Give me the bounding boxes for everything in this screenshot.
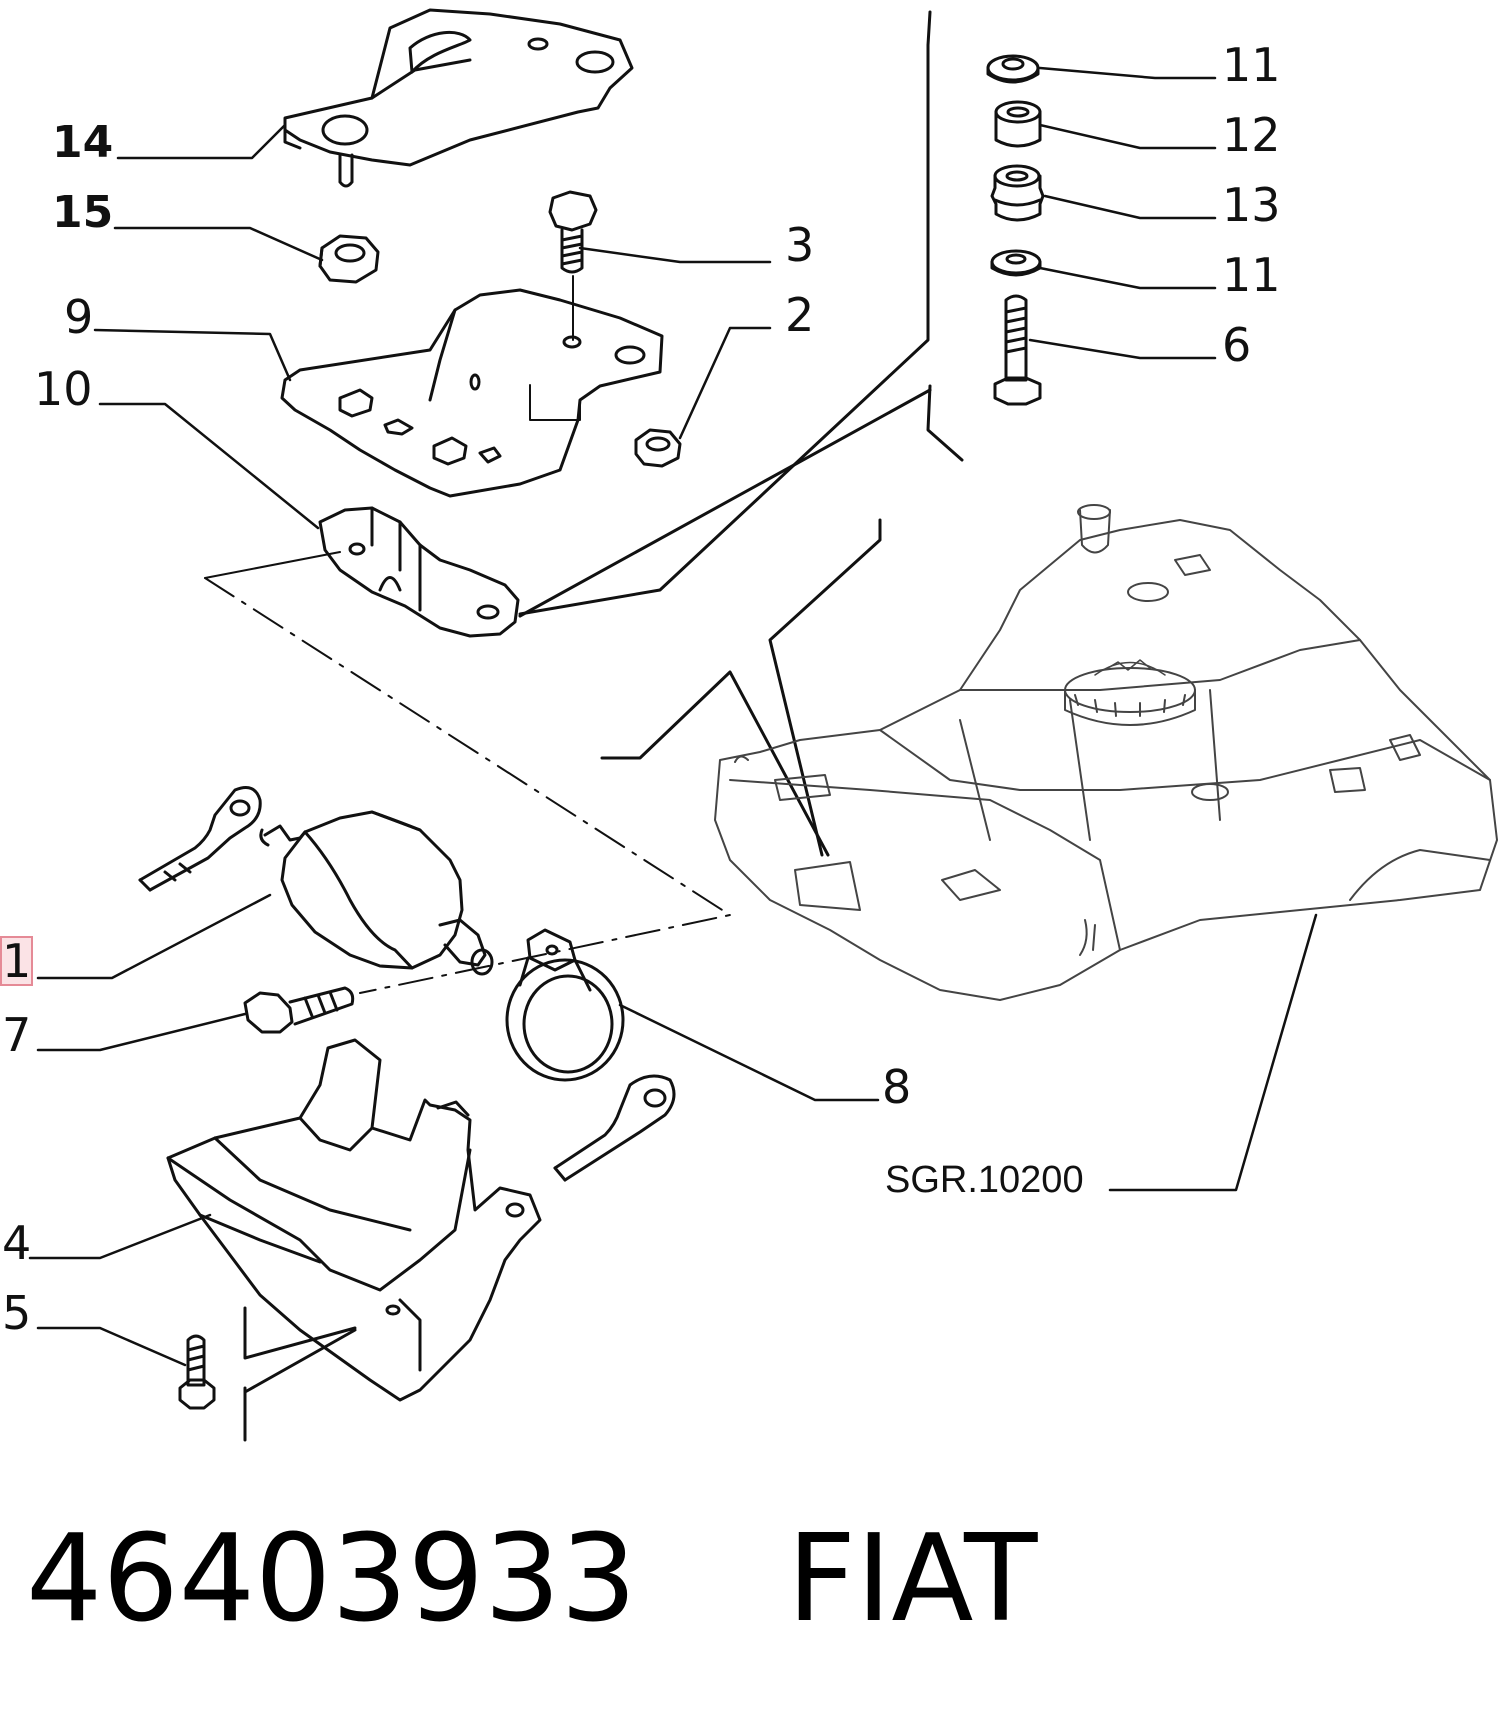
link-line-3 bbox=[518, 388, 932, 618]
callout-2: 2 bbox=[785, 288, 815, 342]
link-line bbox=[518, 10, 932, 616]
callout-3: 3 bbox=[785, 218, 815, 272]
callout-12: 12 bbox=[1222, 108, 1281, 162]
callout-13: 13 bbox=[1222, 178, 1281, 232]
part-number: 46403933 bbox=[26, 1510, 637, 1649]
tank-leader bbox=[600, 670, 830, 857]
bolt-3 bbox=[548, 190, 598, 341]
clamp-8 bbox=[505, 928, 625, 1082]
callout-8: 8 bbox=[882, 1060, 912, 1114]
callout-9: 9 bbox=[64, 290, 94, 344]
group-reference: SGR.10200 bbox=[885, 1159, 1084, 1201]
bolt-6 bbox=[993, 294, 1042, 406]
bushing-13 bbox=[990, 164, 1045, 222]
bolt-7 bbox=[243, 986, 355, 1034]
bracket-plate-9 bbox=[280, 288, 664, 498]
callout-5: 5 bbox=[2, 1286, 32, 1340]
shield-bracket-mark bbox=[243, 1306, 357, 1442]
callout-15: 15 bbox=[52, 187, 114, 238]
callout-11-upper: 11 bbox=[1222, 38, 1281, 92]
footer: 46403933 FIAT bbox=[26, 1515, 1037, 1645]
tank-leader-2 bbox=[768, 518, 882, 857]
link-line-2 bbox=[926, 384, 964, 462]
callout-1: 1 bbox=[0, 934, 34, 988]
callout-leaders bbox=[28, 66, 1318, 1367]
fuel-tank bbox=[714, 504, 1498, 1001]
fuel-filter-1 bbox=[138, 786, 676, 1182]
nut-2 bbox=[634, 428, 682, 468]
screw-5 bbox=[178, 1334, 216, 1410]
bushing-12 bbox=[994, 100, 1042, 148]
washer-11-lower bbox=[990, 249, 1042, 277]
callout-11-lower: 11 bbox=[1222, 248, 1281, 302]
callout-10: 10 bbox=[34, 362, 93, 416]
callout-6: 6 bbox=[1222, 318, 1252, 372]
washer-11-upper bbox=[986, 54, 1040, 84]
bracket-plate-10 bbox=[204, 506, 520, 638]
alignment-line bbox=[204, 577, 731, 994]
mounting-bracket-14 bbox=[283, 8, 634, 188]
brand-name: FIAT bbox=[786, 1510, 1038, 1649]
callout-4: 4 bbox=[2, 1216, 32, 1270]
callout-14: 14 bbox=[52, 117, 114, 168]
nut-15 bbox=[318, 234, 380, 284]
shield-4 bbox=[166, 1038, 542, 1402]
callout-7: 7 bbox=[2, 1008, 32, 1062]
